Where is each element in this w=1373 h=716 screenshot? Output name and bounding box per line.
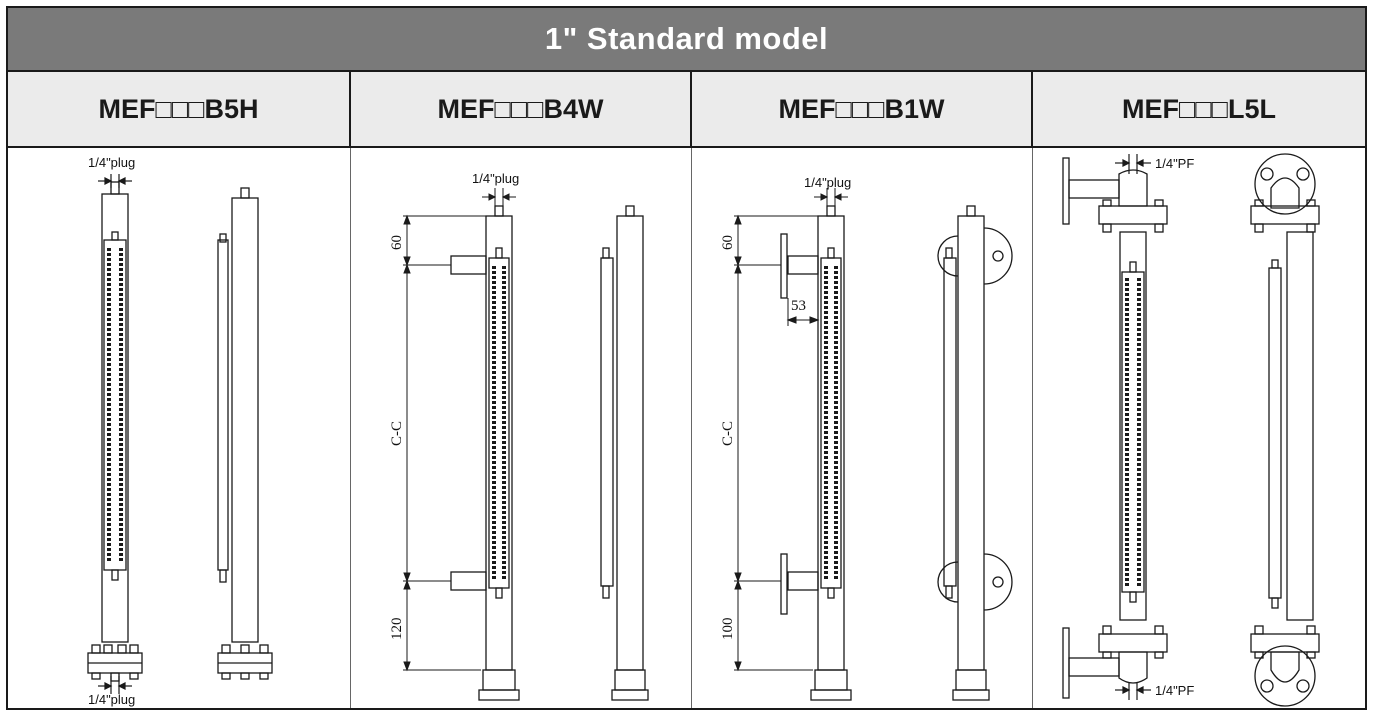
model-header-b1w: MEF□□□B1W bbox=[692, 72, 1033, 146]
b4w-top-plug-label: 1/4"plug bbox=[472, 171, 520, 186]
b1w-top-plug-label: 1/4"plug bbox=[804, 175, 852, 190]
model-header-b4w: MEF□□□B4W bbox=[351, 72, 692, 146]
b4w-dim-cc: C-C bbox=[389, 420, 405, 446]
b1w-dim-flange: 53 bbox=[791, 298, 806, 314]
b1w-top-flange bbox=[780, 233, 788, 299]
b4w-dim-bottom: 120 bbox=[389, 617, 405, 641]
b4w-bottom-cap bbox=[478, 689, 520, 701]
b5h-bottom-plug-label: 1/4"plug bbox=[88, 692, 136, 707]
b1w-bottom-flange bbox=[780, 553, 788, 615]
b4w-dim-top: 60 bbox=[389, 235, 405, 250]
l5l-bottom-pf-label: 1/4"PF bbox=[1155, 683, 1195, 698]
drawing-cell-l5l: 1/4"PF 1/4"PF bbox=[1033, 148, 1365, 708]
drawing-cell-b1w: 1/4"plug 60 53 C-C 100 bbox=[692, 148, 1033, 708]
b1w-drawing bbox=[734, 188, 1013, 701]
l5l-main-tube bbox=[1119, 231, 1147, 621]
b1w-dim-cc: C-C bbox=[720, 420, 736, 446]
drawing-cell-b5h: 1/4"plug 1/4"plug bbox=[8, 148, 351, 708]
b1w-main-tube bbox=[817, 215, 845, 671]
b5h-top-plug-label: 1/4"plug bbox=[88, 155, 136, 170]
b4w-main-tube bbox=[485, 215, 513, 671]
table-title-bar: 1" Standard model bbox=[8, 8, 1365, 72]
drawing-row: 1/4"plug 1/4"plug bbox=[8, 148, 1365, 708]
b1w-dim-bottom: 100 bbox=[720, 617, 736, 641]
spec-table: 1" Standard model MEF□□□B5H MEF□□□B4W ME… bbox=[6, 6, 1367, 710]
drawing-cell-b4w: 1/4"plug 60 C-C 120 bbox=[351, 148, 692, 708]
l5l-drawing bbox=[1062, 153, 1320, 707]
b4w-top-nozzle bbox=[450, 255, 487, 275]
model-header-l5l: MEF□□□L5L bbox=[1122, 93, 1276, 124]
table-title: 1" Standard model bbox=[544, 21, 829, 56]
b4w-bottom-nozzle bbox=[450, 571, 487, 591]
b1w-dim-top: 60 bbox=[720, 235, 736, 250]
model-header-b5h: MEF□□□B5H bbox=[8, 72, 351, 146]
b5h-side-tube bbox=[231, 197, 259, 643]
l5l-top-pf-label: 1/4"PF bbox=[1155, 156, 1195, 171]
model-header-row: MEF□□□B5H MEF□□□B4W MEF□□□B1W MEF□□□L5L bbox=[8, 72, 1365, 148]
b5h-top-plug-shape bbox=[110, 181, 120, 195]
b4w-drawing bbox=[403, 188, 649, 701]
l5l-bottom-flange bbox=[1098, 633, 1168, 653]
b5h-drawing bbox=[87, 174, 273, 694]
b5h-main-tube bbox=[101, 193, 129, 643]
l5l-top-flange-plate bbox=[1062, 157, 1070, 225]
l5l-top-flange bbox=[1098, 205, 1168, 225]
